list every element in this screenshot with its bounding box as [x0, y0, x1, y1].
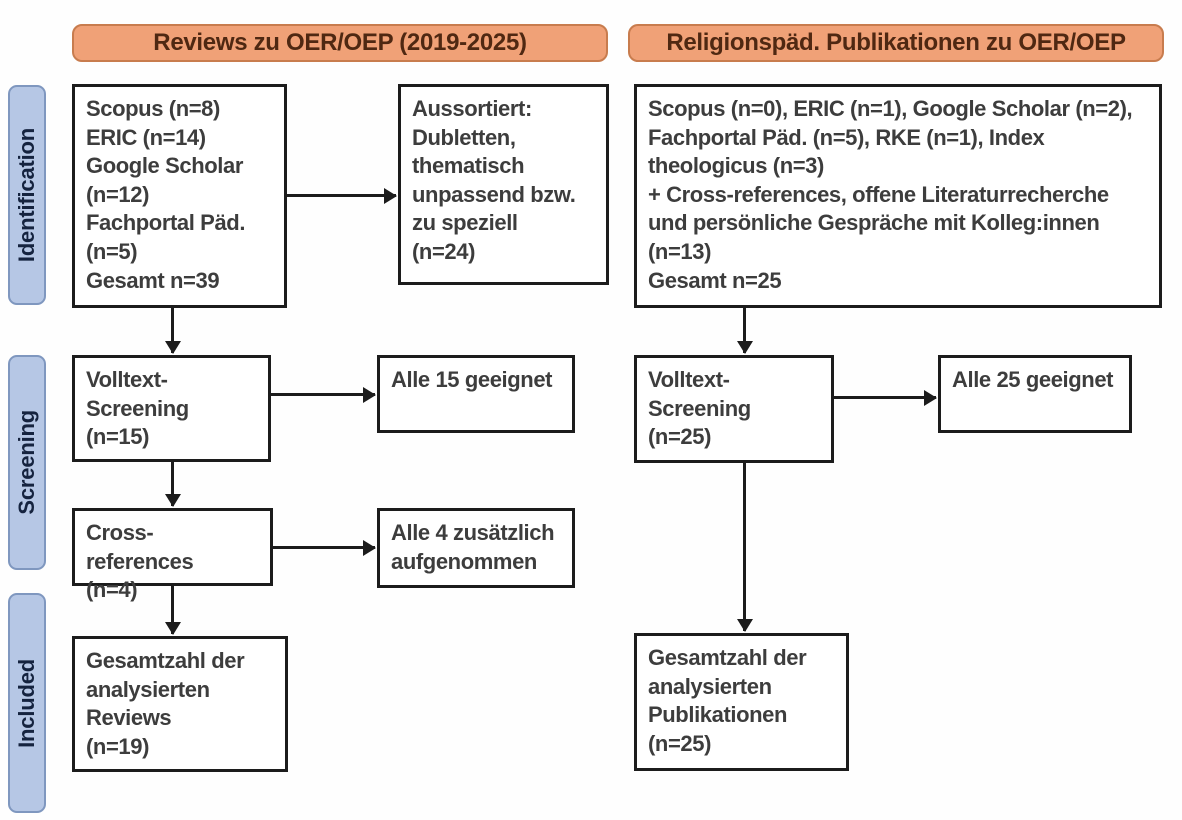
arrow-down-right-fulltext-to-included	[743, 463, 746, 631]
box-right-included-total: Gesamtzahl der analysierten Publikatione…	[634, 633, 849, 771]
box-left-fulltext-screening: Volltext- Screening (n=15)	[72, 355, 271, 462]
arrow-down-left-crossref-to-included	[171, 586, 174, 634]
stage-label-included-text: Included	[14, 658, 39, 748]
box-left-excluded: Aussortiert: Dubletten, thematisch unpas…	[398, 84, 609, 285]
column-header-religionspaed: Religionspäd. Publikationen zu OER/OEP	[628, 24, 1164, 62]
stage-label-included: Included	[8, 593, 46, 813]
arrow-down-left-fulltext-to-crossref	[171, 462, 174, 506]
arrow-right-left-fulltext-to-result	[271, 393, 375, 396]
arrow-down-left-id-to-fulltext	[171, 308, 174, 353]
box-left-identification-sources: Scopus (n=8) ERIC (n=14) Google Scholar …	[72, 84, 287, 308]
box-right-fulltext-result: Alle 25 geeignet	[938, 355, 1132, 433]
arrow-right-right-fulltext-to-result	[834, 396, 936, 399]
stage-label-screening-text: Screening	[14, 410, 39, 515]
box-right-fulltext-screening: Volltext- Screening (n=25)	[634, 355, 834, 463]
stage-label-identification-text: Identification	[14, 127, 39, 263]
stage-label-screening: Screening	[8, 355, 46, 570]
column-header-reviews: Reviews zu OER/OEP (2019-2025)	[72, 24, 608, 62]
box-left-fulltext-result: Alle 15 geeignet	[377, 355, 575, 433]
arrow-right-left-crossref-to-result	[273, 546, 375, 549]
box-right-identification-sources: Scopus (n=0), ERIC (n=1), Google Scholar…	[634, 84, 1162, 308]
arrow-down-right-id-to-fulltext	[743, 308, 746, 353]
box-left-cross-references: Cross-references (n=4)	[72, 508, 273, 602]
stage-label-identification: Identification	[8, 85, 46, 305]
arrow-right-left-id-to-excluded	[287, 194, 396, 197]
box-left-cross-references-result: Alle 4 zusätzlich aufgenommen	[377, 508, 575, 588]
box-left-included-total: Gesamtzahl der analysierten Reviews (n=1…	[72, 636, 288, 772]
